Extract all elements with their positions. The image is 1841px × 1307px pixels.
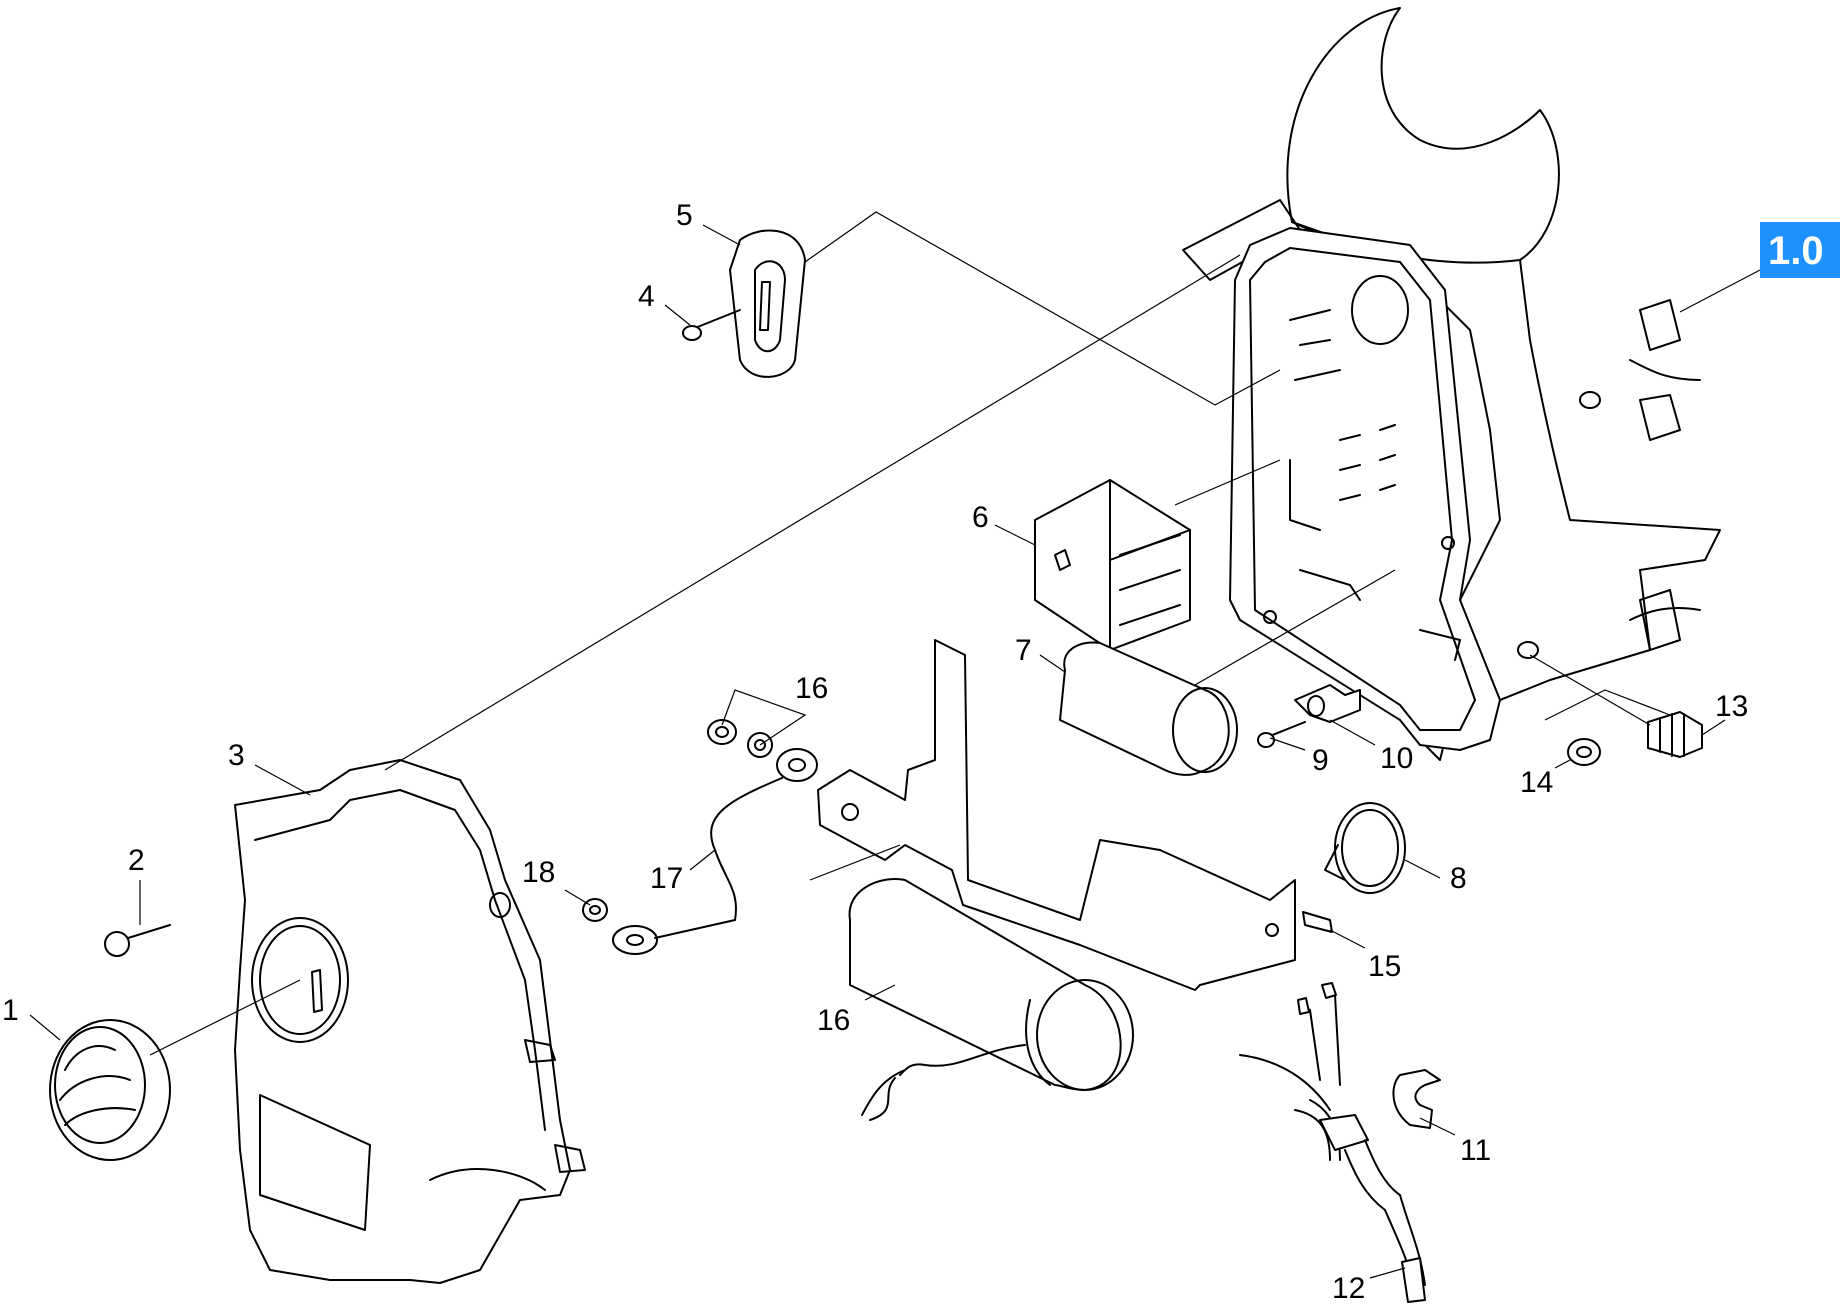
capacitor-part-16 xyxy=(848,878,1134,1121)
cable-gland-part-13 xyxy=(1647,711,1703,758)
callout-13: 13 xyxy=(1715,690,1748,723)
callout-4: 4 xyxy=(638,280,655,313)
callout-6: 6 xyxy=(972,501,989,534)
electrical-box-housing xyxy=(1229,227,1501,751)
power-cable-part-12 xyxy=(1239,982,1426,1303)
knob-part-1 xyxy=(49,1019,171,1161)
front-cover-part-3 xyxy=(234,759,586,1284)
callout-16-lower: 16 xyxy=(817,1004,850,1037)
callout-15: 15 xyxy=(1368,950,1401,983)
callout-12: 12 xyxy=(1332,1272,1365,1305)
callout-labels: 1 2 3 4 5 6 7 8 9 10 11 12 13 14 15 16 1… xyxy=(2,199,1748,1305)
capacitor-part-7 xyxy=(1059,641,1238,776)
callout-5: 5 xyxy=(676,199,693,232)
callout-14: 14 xyxy=(1520,766,1553,799)
assembly-badge: 1.0 xyxy=(1679,222,1840,313)
grommet-part-5 xyxy=(729,229,806,378)
screw-part-9 xyxy=(1257,721,1306,748)
washer-part-18 xyxy=(582,898,608,922)
hose-clamp-part-8 xyxy=(1324,802,1406,894)
callout-7: 7 xyxy=(1015,634,1032,667)
clip-part-15 xyxy=(1302,911,1333,933)
callout-18: 18 xyxy=(522,856,555,889)
relay-part-6 xyxy=(1034,479,1191,651)
assembly-badge-box xyxy=(1760,222,1840,278)
retaining-clip-part-11 xyxy=(1392,1069,1441,1129)
callout-1: 1 xyxy=(2,994,19,1027)
callout-11: 11 xyxy=(1460,1134,1491,1167)
callout-16-upper: 16 xyxy=(795,672,828,705)
ground-lead-part-17 xyxy=(612,748,818,955)
screw-part-2 xyxy=(104,924,171,957)
callout-10: 10 xyxy=(1380,742,1413,775)
assembly-lines xyxy=(149,211,1671,1056)
callout-3: 3 xyxy=(228,739,245,772)
callout-8: 8 xyxy=(1450,862,1467,895)
lock-washer-part-16 xyxy=(747,732,773,758)
screw-part-4 xyxy=(682,309,741,341)
mounting-bracket xyxy=(817,639,1296,991)
callout-2: 2 xyxy=(128,844,145,877)
nut-part-16 xyxy=(707,719,737,745)
clamp-part-10 xyxy=(1294,684,1361,723)
nut-part-14 xyxy=(1567,738,1601,766)
callout-17: 17 xyxy=(650,862,683,895)
assembly-badge-label: 1.0 xyxy=(1768,229,1824,273)
callout-9: 9 xyxy=(1312,744,1329,777)
